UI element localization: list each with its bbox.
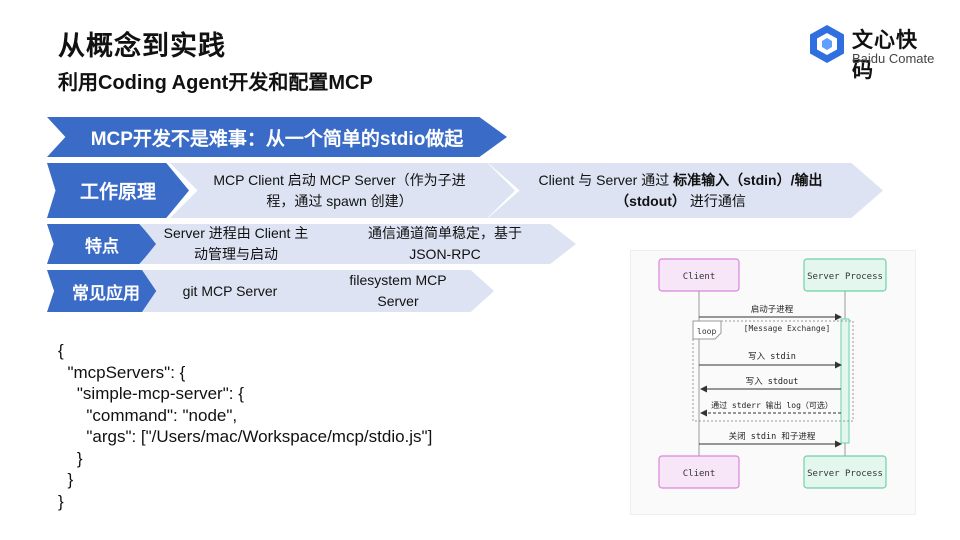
client-box-top	[658, 258, 740, 292]
server-box-top	[803, 258, 887, 292]
principle-item-1: MCP Client 启动 MCP Server（作为子进程，通过 spawn …	[170, 163, 515, 218]
features-label: 特点	[47, 224, 157, 264]
mcp-config-code: { "mcpServers": { "simple-mcp-server": {…	[58, 341, 433, 511]
page-subtitle: 利用Coding Agent开发和配置MCP	[58, 72, 373, 94]
banner-arrow: MCP开发不是难事：从一个简单的stdio做起	[47, 117, 507, 157]
logo-text-en: Baidu Comate	[852, 51, 935, 66]
loop-label: [Message Exchange]	[744, 324, 831, 333]
banner-text: MCP开发不是难事：从一个简单的stdio做起	[90, 128, 464, 150]
server-label-bottom: Server Process	[807, 469, 883, 479]
msg-write-stdin: 写入 stdin	[748, 352, 796, 362]
principle-label: 工作原理	[47, 163, 189, 218]
usage-label: 常见应用	[47, 270, 165, 312]
client-label-top: Client	[683, 272, 716, 282]
msg-start-process: 启动子进程	[751, 304, 794, 315]
loop-tag	[692, 320, 722, 340]
msg-close-stdin: 关闭 stdin 和子进程	[729, 431, 816, 442]
client-box-bottom	[658, 455, 740, 489]
server-box-bottom	[803, 455, 887, 489]
sequence-diagram-svg: Client Server Process 启动子进程 loop [Messag…	[658, 258, 887, 489]
page-title: 从概念到实践	[58, 31, 226, 61]
server-activation-bar	[840, 318, 850, 444]
loop-frame	[692, 320, 854, 422]
loop-tag-text: loop	[697, 327, 716, 336]
usage-item-2: filesystem MCP Server	[300, 270, 494, 312]
sequence-diagram: Client Server Process 启动子进程 loop [Messag…	[630, 250, 916, 515]
usage-item-1: git MCP Server	[142, 270, 320, 312]
principle-item-2: Client 与 Server 通过 标准输入（stdin）/输出（stdout…	[488, 163, 883, 218]
server-label-top: Server Process	[807, 272, 883, 282]
comate-hexagon-icon	[810, 25, 844, 63]
client-label-bottom: Client	[683, 469, 716, 479]
features-item-1: Server 进程由 Client 主动管理与启动	[140, 224, 340, 264]
features-item-2: 通信通道简单稳定，基于 JSON-RPC	[318, 224, 576, 264]
msg-stderr-log: 通过 stderr 输出 log（可选）	[711, 400, 833, 410]
logo-text-cn: 文心快码	[852, 29, 918, 82]
msg-write-stdout: 写入 stdout	[746, 377, 799, 387]
brand-logo: 文心快码 Baidu Comate	[808, 22, 938, 82]
